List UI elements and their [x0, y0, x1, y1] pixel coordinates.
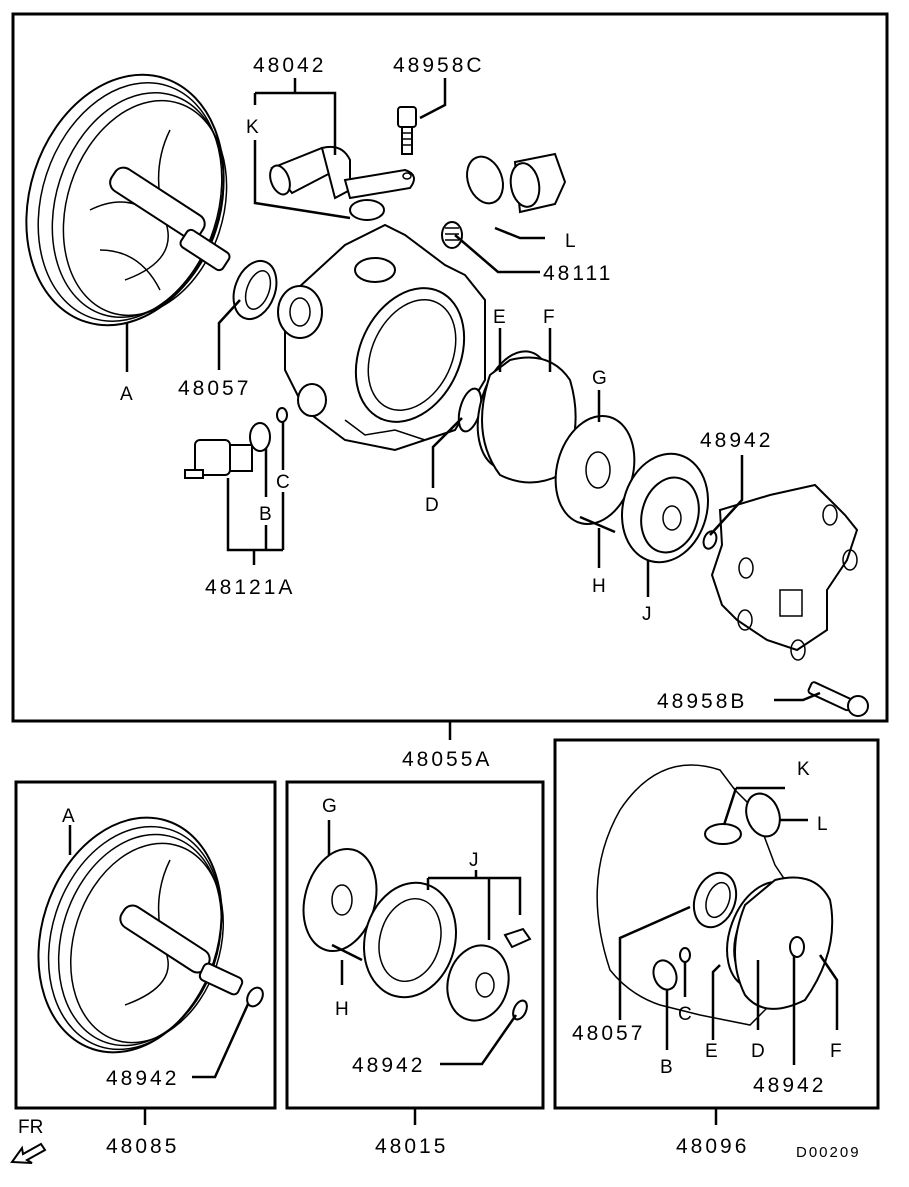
letter-F: F [543, 307, 555, 328]
plug-and-oring-L [441, 152, 567, 249]
label-48042: 48042 [253, 54, 326, 77]
kit-48085-letter-A: A [62, 806, 75, 827]
kit-48096-label-48057: 48057 [572, 1022, 645, 1045]
cam-ring-rotor-J [621, 452, 709, 564]
pressure-switch [184, 407, 288, 479]
oring-48942 [702, 530, 718, 550]
kit-48015-letter-G: G [322, 796, 337, 817]
kit-48096-letter-F: F [830, 1041, 842, 1062]
kit-48015-parts [302, 820, 532, 1125]
label-48096: 48096 [676, 1135, 749, 1158]
letter-J: J [642, 604, 652, 625]
pump-body [277, 223, 486, 452]
kit-48096-letter-D: D [751, 1041, 765, 1062]
rear-cover [710, 483, 859, 661]
kit-48096-letter-L: L [817, 814, 828, 835]
drawing-id: D00209 [796, 1144, 861, 1161]
label-48057: 48057 [178, 377, 251, 400]
kit-48085-label-48942: 48942 [106, 1067, 179, 1090]
letter-A: A [120, 384, 133, 405]
front-label: FR [18, 1117, 43, 1138]
letter-K: K [246, 117, 259, 138]
oil-seal-48057 [232, 259, 278, 321]
letter-D: D [425, 495, 439, 516]
letter-G: G [592, 368, 607, 389]
label-48055A: 48055A [402, 748, 492, 771]
kit-48096-parts [596, 764, 839, 1125]
bolt-48958B [807, 681, 869, 717]
label-48111: 48111 [543, 262, 613, 285]
letter-C: C [276, 472, 290, 493]
letter-B: B [259, 504, 272, 525]
label-48958B: 48958B [657, 690, 747, 713]
letter-L: L [565, 231, 576, 252]
kit-48096-letter-B: B [660, 1057, 673, 1078]
label-48121A: 48121A [205, 576, 295, 599]
pulley-A [25, 73, 231, 327]
front-arrow-icon [10, 1142, 47, 1164]
letter-H: H [592, 576, 606, 597]
kit-48096-letter-C: C [678, 1004, 692, 1025]
seals-D-E-F [457, 350, 577, 484]
kit-48015-label-48942: 48942 [352, 1054, 425, 1077]
label-48015: 48015 [375, 1135, 448, 1158]
bolt-48958C [397, 106, 417, 155]
kit-48015-letter-H: H [335, 999, 349, 1020]
label-48085: 48085 [106, 1135, 179, 1158]
letter-E: E [493, 307, 506, 328]
kit-48015-letter-J: J [469, 850, 479, 871]
label-48958C: 48958C [393, 54, 485, 77]
leader-lines-main [125, 78, 821, 740]
kit-48096-letter-E: E [705, 1041, 718, 1062]
side-plate-G [554, 414, 636, 534]
kit-48085-pulley [37, 816, 264, 1125]
kit-48096-label-48942: 48942 [753, 1074, 826, 1097]
kit-48096-letter-K: K [797, 759, 810, 780]
hose-fitting-48042 [269, 145, 415, 221]
label-48942-main: 48942 [700, 429, 773, 452]
